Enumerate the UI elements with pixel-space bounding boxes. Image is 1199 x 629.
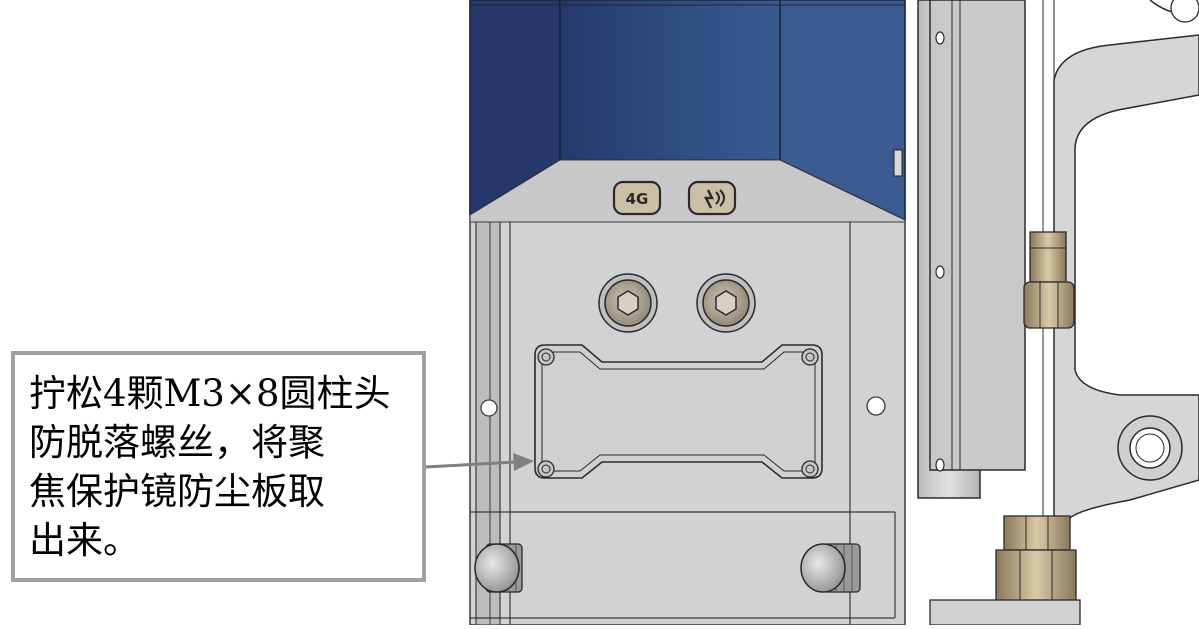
knob-right [800, 543, 861, 593]
instruction-line: 防脱落螺丝，将聚 [29, 421, 325, 464]
leader-arrow [425, 453, 534, 471]
badge-wireless [687, 180, 737, 216]
instruction-callout: 拧松4颗M3×8圆柱头防脱落螺丝，将聚焦保护镜防尘板取出来。 [11, 351, 426, 582]
dust-cover-plate [534, 344, 823, 479]
blue-cover [469, 0, 906, 223]
instruction-text: 拧松4颗M3×8圆柱头防脱落螺丝，将聚焦保护镜防尘板取出来。 [29, 369, 412, 565]
socket-screw-left [598, 273, 658, 333]
plate-screw-bottom-left [537, 460, 555, 478]
plate-screw-top-right [801, 348, 819, 366]
wireless-signal-icon [703, 189, 725, 209]
instruction-line: 焦保护镜防尘板取 [29, 470, 325, 513]
instruction-line: 拧松4颗M3×8圆柱头 [29, 372, 391, 415]
side-hole-left [480, 399, 498, 417]
brass-fitting-lower [929, 515, 1081, 626]
badge-4g-label: 4G [626, 190, 649, 208]
side-hole-right [866, 396, 886, 416]
brass-fitting-upper [1023, 231, 1075, 329]
socket-screw-right [696, 273, 756, 333]
plate-screw-bottom-right [801, 460, 819, 478]
mounting-bracket [1053, 0, 1199, 521]
instruction-line: 出来。 [29, 519, 140, 562]
badge-4g: 4G [612, 180, 662, 216]
knob-left [474, 543, 523, 593]
plate-screw-top-left [537, 348, 555, 366]
